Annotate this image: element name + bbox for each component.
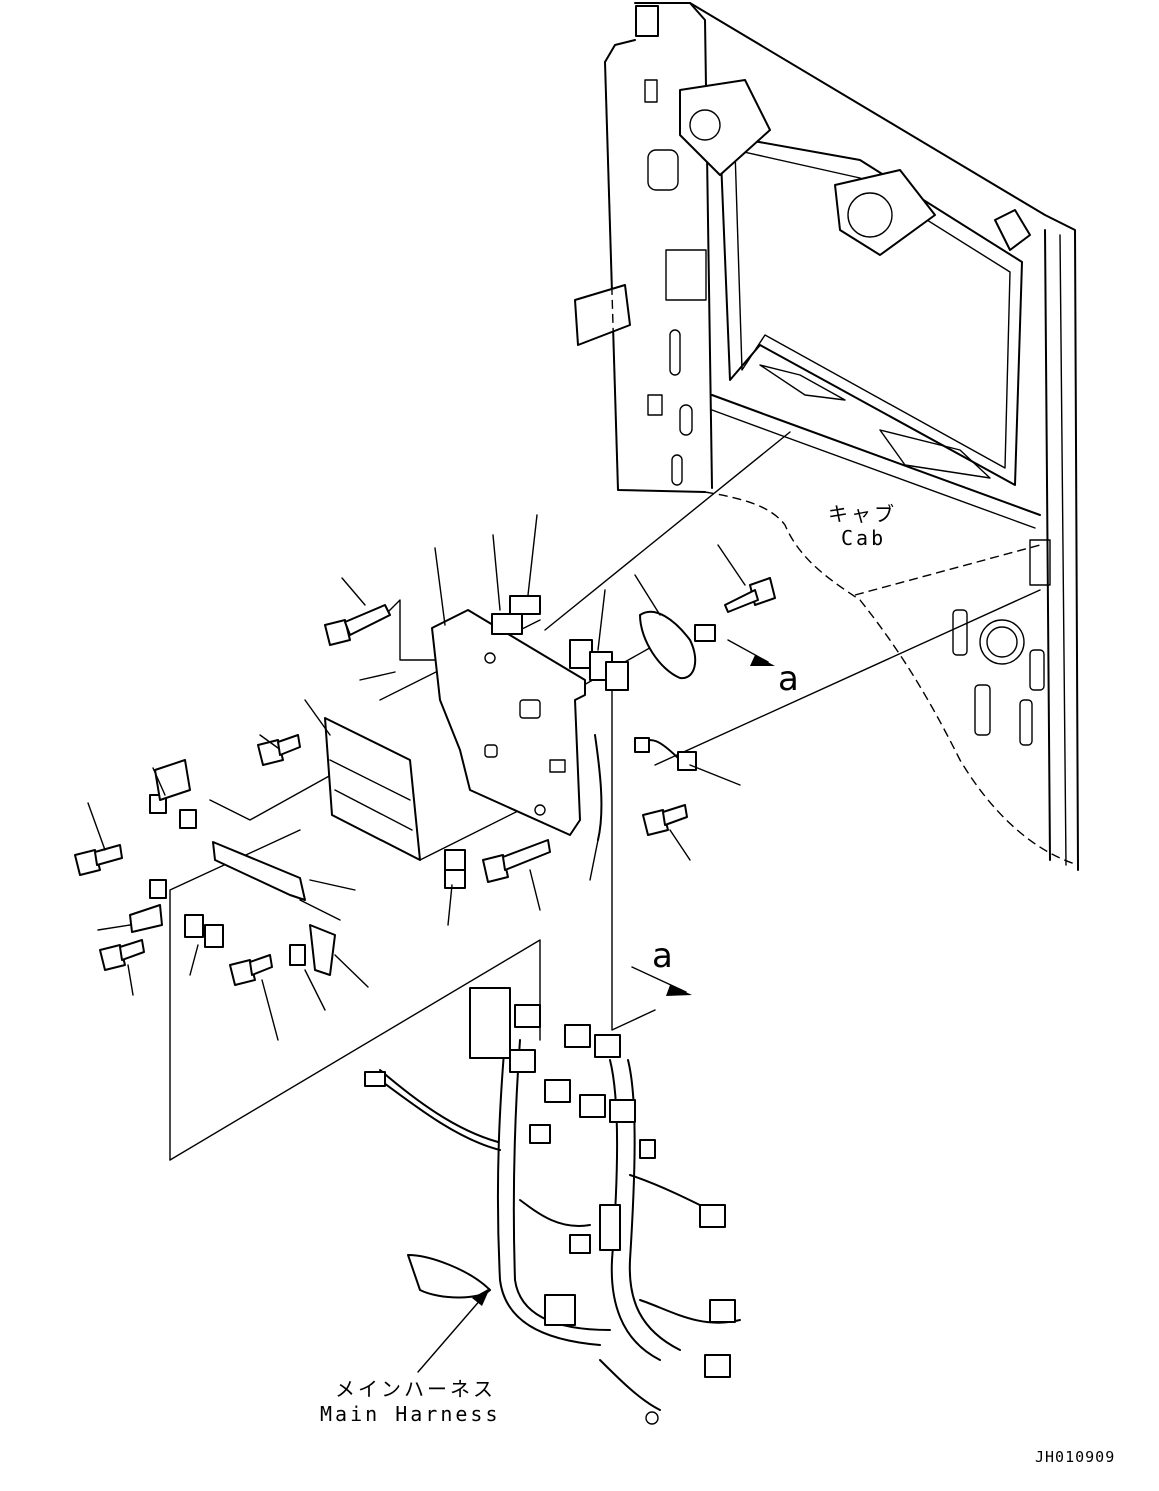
bolt-lower-left [99,939,145,971]
harness-leader-arrow [417,1288,490,1373]
bolt-upper-right [724,577,776,613]
bolt-right [642,804,688,836]
harness-label-en: Main Harness [320,1402,501,1426]
bolt-mid [257,734,301,766]
fuse-holder [639,610,716,680]
mounting-bracket [431,609,586,836]
view-arrow-upper [727,639,775,666]
bolt-long [482,839,551,883]
wire-lead [634,737,697,771]
cable-tie [594,734,603,841]
cab-floor-dashed-outline [604,61,1079,866]
small-relays [129,759,466,976]
cab-frame [574,2,1079,871]
harness-label-jp: メインハーネス [335,1377,496,1401]
view-mark-upper: a [778,659,799,699]
bolt-left [74,844,123,876]
view-arrow-lower [631,966,692,996]
cab-label-jp: キャブ [828,502,897,526]
cab-label-en: Cab [841,526,886,550]
bolt-lower-mid [229,954,273,986]
main-harness [364,987,741,1425]
relay-bracket [212,841,306,901]
drawing-id: JH010909 [1035,1448,1115,1466]
bolt-top [324,604,391,646]
controller-cover [324,717,421,861]
view-mark-lower: a [652,936,673,976]
relay-block [491,595,629,691]
callout-leaders [87,514,746,1041]
